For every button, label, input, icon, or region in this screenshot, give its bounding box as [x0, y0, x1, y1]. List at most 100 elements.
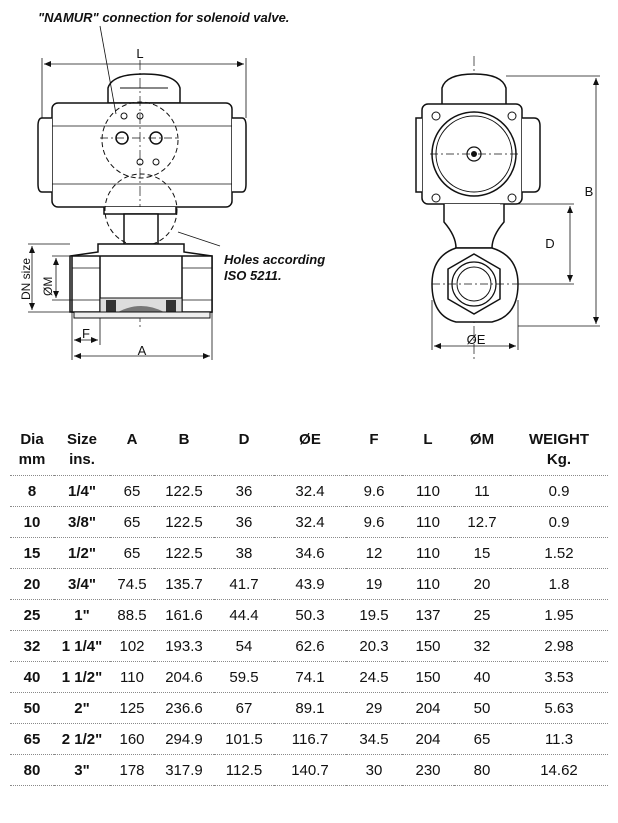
- cell-oe: 140.7: [274, 754, 346, 786]
- cell-dia: 8: [10, 475, 54, 507]
- dim-label-OE: ØE: [467, 332, 486, 347]
- cell-size: 2": [54, 692, 110, 724]
- cell-dia: 20: [10, 568, 54, 600]
- cell-oe: 116.7: [274, 723, 346, 755]
- cell-b: 317.9: [154, 754, 214, 786]
- cell-size: 1/2": [54, 537, 110, 569]
- cell-f: 9.6: [346, 506, 402, 538]
- cell-d: 41.7: [214, 568, 274, 600]
- cell-a: 102: [110, 630, 154, 662]
- cell-l: 110: [402, 475, 454, 507]
- col-header-d: D: [214, 428, 274, 476]
- cell-d: 101.5: [214, 723, 274, 755]
- cell-size: 1 1/4": [54, 630, 110, 662]
- cell-oe: 74.1: [274, 661, 346, 693]
- holes-note-line1: Holes according: [224, 252, 325, 267]
- cell-d: 112.5: [214, 754, 274, 786]
- cell-a: 65: [110, 537, 154, 569]
- cell-a: 178: [110, 754, 154, 786]
- cell-a: 160: [110, 723, 154, 755]
- col-header-oe: ØE: [274, 428, 346, 476]
- dim-label-B: B: [585, 184, 594, 199]
- cell-l: 137: [402, 599, 454, 631]
- col-header-f: F: [346, 428, 402, 476]
- cell-weight: 2.98: [510, 630, 608, 662]
- cell-d: 54: [214, 630, 274, 662]
- cell-d: 36: [214, 506, 274, 538]
- cell-weight: 0.9: [510, 506, 608, 538]
- cell-l: 204: [402, 692, 454, 724]
- side-view: [415, 56, 541, 360]
- cell-weight: 0.9: [510, 475, 608, 507]
- cell-dia: 80: [10, 754, 54, 786]
- dim-label-L: L: [136, 46, 143, 61]
- cell-oe: 43.9: [274, 568, 346, 600]
- cell-b: 204.6: [154, 661, 214, 693]
- cell-f: 20.3: [346, 630, 402, 662]
- dim-label-OM: ØM: [41, 277, 55, 296]
- cell-om: 12.7: [454, 506, 510, 538]
- col-header-b: B: [154, 428, 214, 476]
- cell-weight: 1.8: [510, 568, 608, 600]
- cell-b: 122.5: [154, 537, 214, 569]
- namur-note: "NAMUR" connection for solenoid valve.: [38, 10, 289, 25]
- cell-b: 161.6: [154, 599, 214, 631]
- front-view: [37, 60, 247, 330]
- cell-l: 230: [402, 754, 454, 786]
- cell-b: 193.3: [154, 630, 214, 662]
- cell-weight: 1.95: [510, 599, 608, 631]
- cell-size: 2 1/2": [54, 723, 110, 755]
- cell-b: 294.9: [154, 723, 214, 755]
- dim-label-F: F: [82, 326, 90, 341]
- cell-f: 29: [346, 692, 402, 724]
- cell-oe: 89.1: [274, 692, 346, 724]
- cell-om: 32: [454, 630, 510, 662]
- cell-dia: 25: [10, 599, 54, 631]
- cell-f: 19.5: [346, 599, 402, 631]
- cell-oe: 50.3: [274, 599, 346, 631]
- cell-dia: 15: [10, 537, 54, 569]
- cell-b: 122.5: [154, 506, 214, 538]
- cell-l: 150: [402, 630, 454, 662]
- cell-dia: 40: [10, 661, 54, 693]
- cell-f: 30: [346, 754, 402, 786]
- cell-oe: 34.6: [274, 537, 346, 569]
- dim-label-D: D: [545, 236, 554, 251]
- front-dimensions: [28, 25, 247, 360]
- dim-label-A: A: [138, 343, 147, 358]
- cell-size: 1": [54, 599, 110, 631]
- cell-om: 25: [454, 599, 510, 631]
- cell-b: 236.6: [154, 692, 214, 724]
- cell-size: 3/4": [54, 568, 110, 600]
- cell-d: 38: [214, 537, 274, 569]
- cell-l: 150: [402, 661, 454, 693]
- col-header-l: L: [402, 428, 454, 476]
- cell-weight: 11.3: [510, 723, 608, 755]
- side-dimensions: [431, 75, 600, 350]
- technical-drawing: "NAMUR" connection for solenoid valve. H…: [19, 10, 600, 360]
- cell-dia: 50: [10, 692, 54, 724]
- cell-l: 110: [402, 537, 454, 569]
- col-header-a: A: [110, 428, 154, 476]
- cell-f: 24.5: [346, 661, 402, 693]
- cell-d: 36: [214, 475, 274, 507]
- cell-l: 204: [402, 723, 454, 755]
- cell-a: 125: [110, 692, 154, 724]
- cell-weight: 3.53: [510, 661, 608, 693]
- cell-a: 74.5: [110, 568, 154, 600]
- cell-a: 110: [110, 661, 154, 693]
- cell-size: 1 1/2": [54, 661, 110, 693]
- cell-b: 122.5: [154, 475, 214, 507]
- cell-om: 80: [454, 754, 510, 786]
- cell-f: 19: [346, 568, 402, 600]
- cell-weight: 5.63: [510, 692, 608, 724]
